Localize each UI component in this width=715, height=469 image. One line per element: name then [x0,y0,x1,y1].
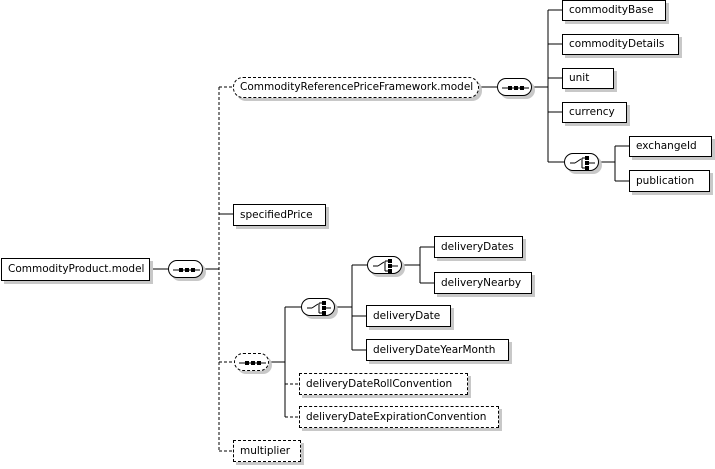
choice-compositor-icon[interactable] [564,153,599,171]
element-commodity-base[interactable]: commodityBase [562,0,666,21]
element-label: deliveryDate [373,309,441,322]
element-label: multiplier [240,444,291,457]
group-commodity-reference-price-framework[interactable]: CommodityReferencePriceFramework.model [233,77,479,98]
element-label: currency [569,106,615,119]
element-label: deliveryDates [441,240,514,253]
element-specified-price[interactable]: specifiedPrice [233,204,326,226]
element-currency[interactable]: currency [562,102,627,123]
element-label: commodityDetails [569,38,665,51]
sequence-compositor-icon[interactable] [497,78,532,96]
element-delivery-date-expiration-convention[interactable]: deliveryDateExpirationConvention [299,406,499,428]
choice-compositor-icon[interactable] [301,298,335,316]
element-publication[interactable]: publication [629,170,710,192]
root-element-label: CommodityProduct.model [8,263,145,276]
element-multiplier[interactable]: multiplier [233,440,301,462]
choice-compositor-icon[interactable] [367,256,402,274]
element-commodity-details[interactable]: commodityDetails [562,34,679,55]
element-label: deliveryNearby [441,276,522,289]
element-unit[interactable]: unit [562,68,614,89]
element-label: commodityBase [569,4,654,17]
element-delivery-dates[interactable]: deliveryDates [434,236,523,258]
sequence-compositor-icon[interactable] [168,260,203,278]
element-delivery-nearby[interactable]: deliveryNearby [434,272,532,294]
element-label: specifiedPrice [240,208,313,221]
element-label: publication [636,174,695,187]
element-delivery-date-roll-convention[interactable]: deliveryDateRollConvention [299,373,468,395]
element-label: unit [569,72,590,85]
root-element-commodity-product-model[interactable]: CommodityProduct.model [1,258,150,281]
element-exchange-id[interactable]: exchangeId [629,136,712,157]
element-delivery-date[interactable]: deliveryDate [366,305,451,327]
group-label: CommodityReferencePriceFramework.model [240,81,474,94]
element-label: exchangeId [636,140,697,153]
element-label: deliveryDateRollConvention [306,377,453,390]
element-label: deliveryDateExpirationConvention [306,410,487,423]
sequence-compositor-icon[interactable] [234,353,269,371]
element-label: deliveryDateYearMonth [373,343,496,356]
element-delivery-date-year-month[interactable]: deliveryDateYearMonth [366,339,509,361]
